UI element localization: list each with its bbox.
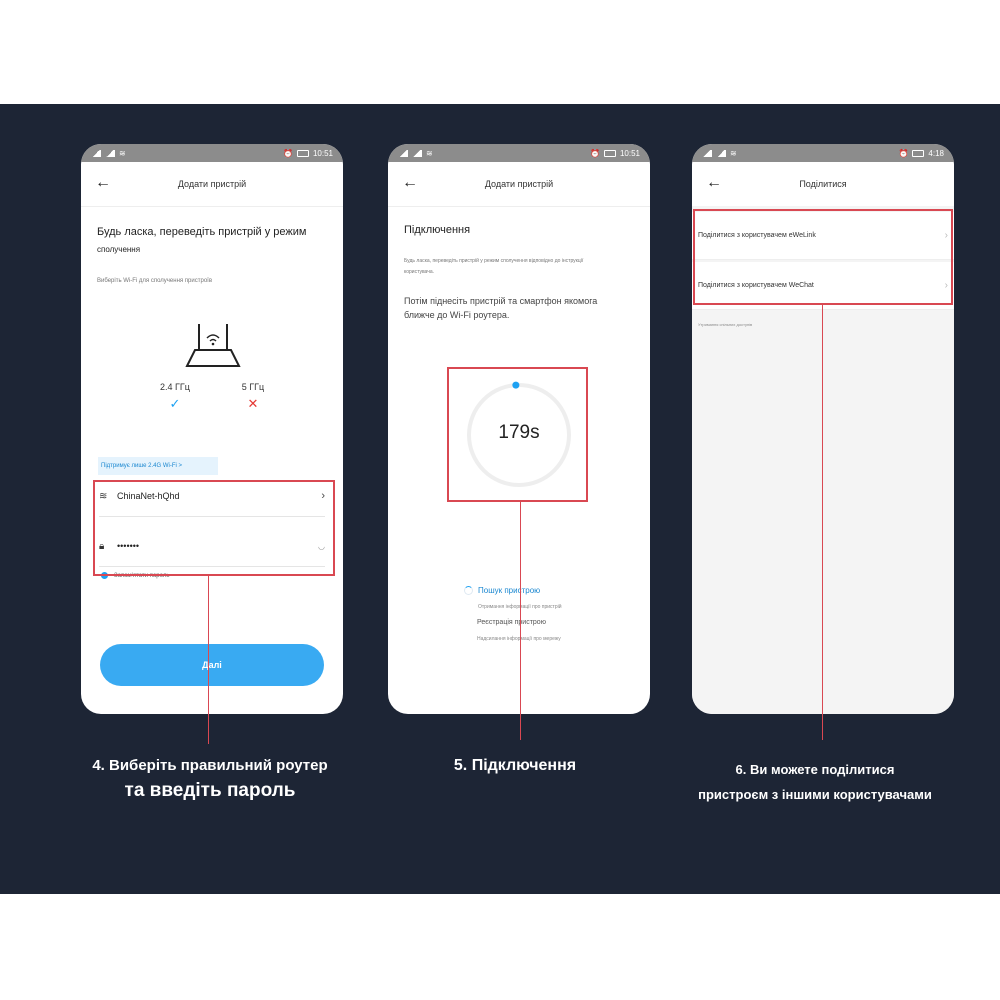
signal-icon	[105, 149, 115, 157]
wifi-status-icon: ≋	[730, 148, 737, 158]
band-5ghz: 5 ГГц ✕	[228, 382, 278, 412]
wifi-icon: ≋	[99, 490, 108, 502]
phone-screen-add-device: ≋ ⏰ 10:51 ← Додати пристрій Будь ласка, …	[81, 144, 343, 714]
share-wechat-label: Поділитися з користувачем WeChat	[698, 282, 814, 289]
signal-icon	[716, 149, 726, 157]
pairing-heading: Будь ласка, переведіть пристрій у режим	[97, 226, 307, 238]
wifi-status-icon: ≋	[119, 148, 126, 158]
back-arrow-icon[interactable]: ←	[706, 174, 722, 191]
wifi-network-name: ChinaNet-hQhd	[117, 491, 180, 501]
band-5ghz-label: 5 ГГц	[241, 382, 265, 392]
share-ewelink-item[interactable]: Поділитися з користувачем eWeLink ›	[692, 212, 954, 260]
signal-icon	[702, 149, 712, 157]
chevron-right-icon: ›	[321, 490, 325, 502]
band-2-4ghz-label: 2.4 ГГц	[160, 382, 190, 392]
support-2-4g-link[interactable]: Підтримує лише 2.4G Wi-Fi >	[98, 457, 218, 475]
page-title: Додати пристрій	[177, 179, 247, 189]
proximity-instruction: Потім піднесіть пристрій та смартфон яко…	[404, 296, 598, 320]
page-title: Поділитися	[799, 179, 847, 189]
status-bar: ≋ ⏰ 10:51	[388, 144, 650, 162]
step-getting-info: Отримання інформації про пристрій	[478, 604, 562, 610]
app-bar: ← Додати пристрій	[81, 162, 343, 207]
app-bar: ← Додати пристрій	[388, 162, 650, 207]
page-title: Додати пристрій	[484, 179, 554, 189]
caption-step6: 6. Ви можете поділитися пристроєм з інши…	[665, 757, 965, 807]
password-value: •••••••	[117, 541, 140, 551]
step-searching-label: Пошук пристрою	[478, 586, 541, 595]
battery-icon	[603, 149, 616, 157]
chevron-right-icon: ›	[944, 230, 948, 241]
callout-line-step5	[520, 502, 521, 740]
status-time: 10:51	[312, 148, 333, 158]
alarm-icon: ⏰	[283, 148, 293, 158]
status-time: 10:51	[619, 148, 640, 158]
check-icon: ✓	[169, 396, 181, 411]
password-field[interactable]: 🔒︎ ••••••• ◡	[99, 526, 325, 567]
phone-screen-share: ≋ ⏰ 4:18 ← Поділитися Поділитися з корис…	[692, 144, 954, 714]
caption-step6-line1: 6. Ви можете поділитися	[735, 762, 895, 777]
connecting-heading: Підключення	[404, 224, 471, 236]
band-2-4ghz: 2.4 ГГц ✓	[150, 382, 200, 412]
countdown-value: 179s	[498, 422, 540, 443]
shared-access-note: Утримання спільних доступів	[698, 322, 753, 327]
step-sending-info: Надсилання інформації про мережу	[477, 636, 561, 642]
caption-step4: 4. Виберіть правильний роутер та введіть…	[60, 756, 360, 804]
chevron-right-icon: ›	[944, 280, 948, 291]
highlight-share-options	[693, 209, 953, 305]
callout-line-step6	[822, 305, 823, 740]
loading-spinner-icon	[464, 586, 473, 595]
wifi-network-selector[interactable]: ≋ ChinaNet-hQhd ›	[99, 476, 325, 517]
next-button[interactable]: Далі	[100, 644, 324, 686]
share-wechat-item[interactable]: Поділитися з користувачем WeChat ›	[692, 262, 954, 310]
alarm-icon: ⏰	[898, 148, 909, 158]
pairing-heading-sub: сполучення	[97, 245, 141, 254]
battery-icon	[912, 149, 925, 157]
cross-icon: ✕	[247, 396, 259, 411]
phone-screen-connecting: ≋ ⏰ 10:51 ← Додати пристрій Підключення …	[388, 144, 650, 714]
battery-icon	[296, 149, 309, 157]
back-arrow-icon[interactable]: ←	[402, 174, 418, 191]
router-icon	[185, 324, 241, 367]
wifi-hint: Виберіть Wi-Fi для сполучення пристроїв	[97, 278, 213, 284]
signal-icon	[91, 149, 101, 157]
back-arrow-icon[interactable]: ←	[95, 174, 111, 191]
lock-icon: 🔒︎	[99, 540, 105, 552]
status-time: 4:18	[928, 148, 944, 158]
callout-line-step4	[208, 576, 209, 744]
status-bar: ≋ ⏰ 4:18	[692, 144, 954, 162]
caption-step6-line2: пристроєм з іншими користувачами	[698, 787, 932, 802]
pairing-instruction: Будь ласка, переведіть пристрій у режим …	[97, 224, 329, 258]
step-searching: Пошук пристрою	[464, 586, 540, 595]
countdown-ring	[467, 381, 571, 487]
caption-step4-line2: та введіть пароль	[124, 780, 296, 801]
signal-icon	[398, 149, 408, 157]
step-registering: Реєстрація пристрою	[477, 619, 546, 626]
status-bar: ≋ ⏰ 10:51	[81, 144, 343, 162]
app-bar: ← Поділитися	[692, 162, 954, 207]
highlight-countdown	[447, 367, 588, 502]
alarm-icon: ⏰	[590, 148, 600, 158]
highlight-wifi-fields	[93, 480, 335, 576]
signal-icon	[412, 149, 422, 157]
countdown-progress-dot	[512, 381, 520, 389]
share-ewelink-label: Поділитися з користувачем eWeLink	[698, 232, 816, 239]
caption-step4-line1: 4. Виберіть правильний роутер	[92, 757, 328, 774]
pairing-mode-note: Будь ласка, переведіть пристрій у режим …	[404, 258, 584, 275]
wifi-status-icon: ≋	[426, 148, 433, 158]
caption-step5: 5. Підключення	[453, 757, 577, 774]
eye-hidden-icon[interactable]: ◡	[318, 541, 325, 551]
